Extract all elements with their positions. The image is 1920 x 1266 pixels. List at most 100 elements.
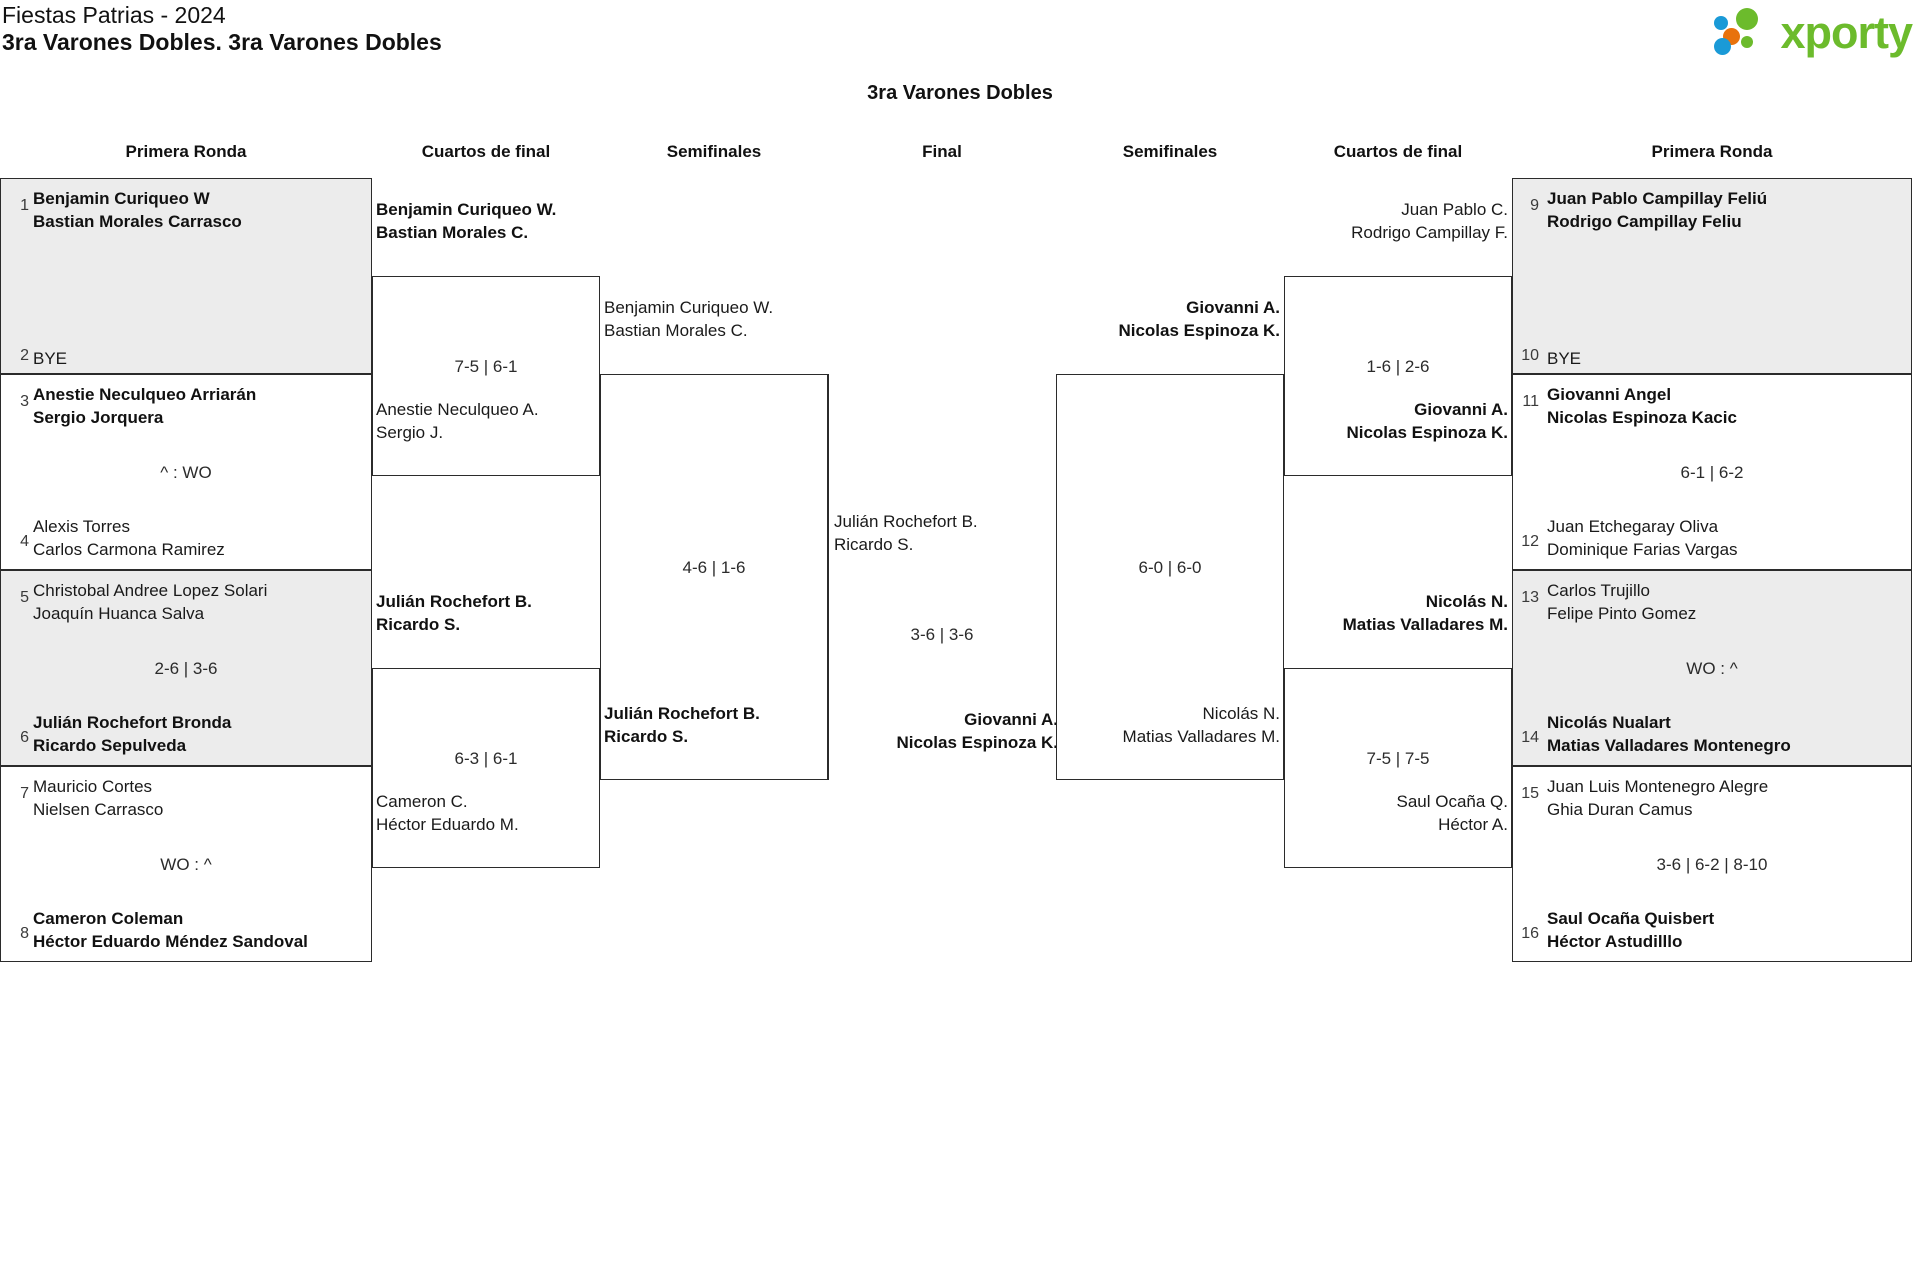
player-name: Benjamin Curiqueo W [33, 189, 210, 208]
final-score: 3-6 | 3-6 [910, 625, 974, 644]
match-left-qf-2[interactable]: 6-3 | 6-1 [372, 668, 600, 868]
player-pair-top: Juan Luis Montenegro Alegre Ghia Duran C… [1547, 775, 1768, 821]
final-bottom-pair: Giovanni A. Nicolas Espinoza K. [828, 708, 1058, 754]
player-name: Nicolás N. [1425, 592, 1508, 611]
sf-right-top-pair: Giovanni A. Nicolas Espinoza K. [1060, 296, 1280, 342]
player-name: Ricardo S. [604, 727, 689, 746]
match-score: 7-5 | 6-1 [454, 357, 518, 376]
player-pair-top: Christobal Andree Lopez Solari Joaquín H… [33, 579, 267, 625]
match-score: 4-6 | 1-6 [682, 558, 746, 577]
seed-number: 15 [1521, 785, 1539, 802]
player-pair-bottom: Juan Etchegaray Oliva Dominique Farias V… [1547, 515, 1738, 561]
match-left-sf[interactable]: 4-6 | 1-6 [600, 374, 828, 780]
match-right-qf-1[interactable]: 1-6 | 2-6 [1284, 276, 1512, 476]
player-pair-bottom: BYE [33, 347, 67, 370]
match-score: 7-5 | 7-5 [1366, 749, 1430, 768]
player-pair-top: Benjamin Curiqueo W Bastian Morales Carr… [33, 187, 242, 233]
player-name: Héctor Eduardo Méndez Sandoval [33, 932, 308, 951]
tournament-name: Fiestas Patrias - 2024 [2, 2, 226, 28]
match-score: ^ : WO [160, 463, 212, 482]
match-score: 6-1 | 6-2 [1680, 463, 1744, 482]
round-header-left-qf: Cuartos de final [421, 142, 551, 161]
player-name: Nicolas Espinoza K. [1346, 423, 1508, 442]
xporty-logo[interactable]: xporty [1714, 6, 1913, 58]
player-name: Saul Ocaña Quisbert [1547, 909, 1715, 928]
match-right-qf-2[interactable]: 7-5 | 7-5 [1284, 668, 1512, 868]
match-score: 3-6 | 6-2 | 8-10 [1656, 855, 1768, 874]
seed-number: 8 [20, 925, 29, 942]
player-name: Ghia Duran Camus [1547, 800, 1693, 819]
player-name: Juan Etchegaray Oliva [1547, 517, 1719, 536]
player-name: Felipe Pinto Gomez [1547, 604, 1697, 623]
player-name: Dominique Farias Vargas [1547, 540, 1738, 559]
match-score: 6-3 | 6-1 [454, 749, 518, 768]
player-pair-bottom: BYE [1547, 347, 1581, 370]
player-name: Nicolas Espinoza K. [896, 733, 1058, 752]
player-pair-top: Juan Pablo Campillay Feliú Rodrigo Campi… [1547, 187, 1767, 233]
match-left-r1-2[interactable]: 3 Anestie Neculqueo Arriarán Sergio Jorq… [0, 374, 372, 570]
category-name: 3ra Varones Dobles. 3ra Varones Dobles [2, 29, 442, 55]
player-name: Carlos Carmona Ramirez [33, 540, 225, 559]
player-name: Matias Valladares M. [1122, 727, 1280, 746]
title-block: Fiestas Patrias - 2024 3ra Varones Doble… [2, 2, 442, 56]
player-name: Joaquín Huanca Salva [33, 604, 205, 623]
match-left-r1-3[interactable]: 5 Christobal Andree Lopez Solari Joaquín… [0, 570, 372, 766]
match-right-r1-3[interactable]: 13 Carlos Trujillo Felipe Pinto Gomez WO… [1512, 570, 1912, 766]
match-left-r1-4[interactable]: 7 Mauricio Cortes Nielsen Carrasco WO : … [0, 766, 372, 962]
player-name: Julián Rochefort Bronda [33, 713, 232, 732]
match-score: 1-6 | 2-6 [1366, 357, 1430, 376]
player-name: Carlos Trujillo [1547, 581, 1650, 600]
qf-right-2-top-pair: Nicolás N. Matias Valladares M. [1288, 590, 1508, 636]
player-name: Benjamin Curiqueo W. [604, 298, 774, 317]
match-left-r1-1[interactable]: 1 Benjamin Curiqueo W Bastian Morales Ca… [0, 178, 372, 374]
player-name: Ricardo S. [834, 535, 914, 554]
match-right-r1-2[interactable]: 11 Giovanni Angel Nicolas Espinoza Kacic… [1512, 374, 1912, 570]
player-name: Alexis Torres [33, 517, 130, 536]
match-right-r1-1[interactable]: 9 Juan Pablo Campillay Feliú Rodrigo Cam… [1512, 178, 1912, 374]
match-score: 6-0 | 6-0 [1138, 558, 1202, 577]
qf-left-1-bottom-pair: Anestie Neculqueo A. Sergio J. [376, 398, 596, 444]
player-name: Giovanni A. [1414, 400, 1508, 419]
player-name: Ricardo S. [376, 615, 461, 634]
player-name: Giovanni Angel [1547, 385, 1672, 404]
player-name: Bastian Morales C. [376, 223, 529, 242]
player-name: Nicolás N. [1202, 704, 1280, 723]
player-name: Julián Rochefort B. [376, 592, 532, 611]
player-name: Sergio J. [376, 423, 444, 442]
seed-number: 4 [20, 533, 29, 550]
draw-title: 3ra Varones Dobles [867, 82, 1053, 104]
round-header-left-sf: Semifinales [666, 142, 762, 161]
round-header-left-r1: Primera Ronda [125, 142, 247, 161]
player-name: Anestie Neculqueo Arriarán [33, 385, 257, 404]
match-right-r1-4[interactable]: 15 Juan Luis Montenegro Alegre Ghia Dura… [1512, 766, 1912, 962]
match-score: WO : ^ [1686, 659, 1738, 678]
player-name: Cameron C. [376, 792, 468, 811]
qf-left-2-bottom-pair: Cameron C. Héctor Eduardo M. [376, 790, 596, 836]
seed-number: 16 [1521, 925, 1539, 942]
player-pair-bottom: Saul Ocaña Quisbert Héctor Astudilllo [1547, 907, 1714, 953]
player-name: BYE [1547, 349, 1582, 368]
final-connector-left [828, 374, 829, 780]
player-name: Bastian Morales Carrasco [33, 212, 242, 231]
player-pair-top: Mauricio Cortes Nielsen Carrasco [33, 775, 163, 821]
player-name: Julián Rochefort B. [604, 704, 760, 723]
qf-right-2-bottom-pair: Saul Ocaña Q. Héctor A. [1288, 790, 1508, 836]
player-name: Juan Pablo Campillay Feliú [1547, 189, 1768, 208]
round-header-right-r1: Primera Ronda [1651, 142, 1773, 161]
player-name: Rodrigo Campillay F. [1351, 223, 1508, 242]
page-header: Fiestas Patrias - 2024 3ra Varones Doble… [0, 0, 1920, 72]
player-name: Juan Pablo C. [1401, 200, 1508, 219]
seed-number: 3 [20, 393, 29, 410]
qf-right-1-bottom-pair: Giovanni A. Nicolas Espinoza K. [1288, 398, 1508, 444]
player-pair-top: Carlos Trujillo Felipe Pinto Gomez [1547, 579, 1696, 625]
match-right-sf[interactable]: 6-0 | 6-0 [1056, 374, 1284, 780]
qf-left-1-top-pair: Benjamin Curiqueo W. Bastian Morales C. [376, 198, 596, 244]
match-left-qf-1[interactable]: 7-5 | 6-1 [372, 276, 600, 476]
seed-number: 7 [20, 785, 29, 802]
sf-left-bottom-pair: Julián Rochefort B. Ricardo S. [604, 702, 824, 748]
player-name: Giovanni A. [1186, 298, 1280, 317]
player-name: Giovanni A. [964, 710, 1058, 729]
player-name: Nicolás Nualart [1547, 713, 1671, 732]
player-name: Juan Luis Montenegro Alegre [1547, 777, 1769, 796]
